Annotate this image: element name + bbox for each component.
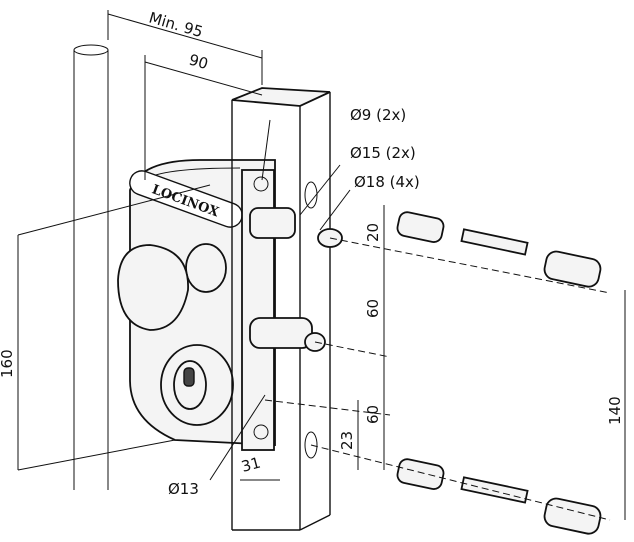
mounting-plate (241, 169, 343, 451)
dim-140: 140 (606, 396, 624, 425)
dim-160: 160 (0, 349, 16, 378)
fixing-spacers (396, 211, 602, 535)
knob (117, 243, 227, 331)
dim-hole-9: Ø9 (2x) (350, 106, 406, 124)
dim-90: 90 (187, 51, 210, 74)
centerlines (264, 237, 611, 521)
dim-hole-18: Ø18 (4x) (354, 173, 420, 191)
dim-60-lower: 60 (364, 405, 382, 424)
dim-31: 31 (239, 454, 262, 476)
dim-20: 20 (364, 223, 382, 242)
dim-60-upper: 60 (364, 299, 382, 318)
dim-hole-15: Ø15 (2x) (350, 144, 416, 162)
dimension-lines (17, 10, 626, 520)
dim-hole-13: Ø13 (168, 480, 199, 498)
dim-23: 23 (338, 431, 356, 450)
dim-min-95: Min. 95 (147, 9, 205, 42)
key-cylinder (160, 344, 234, 426)
round-post (73, 44, 109, 490)
